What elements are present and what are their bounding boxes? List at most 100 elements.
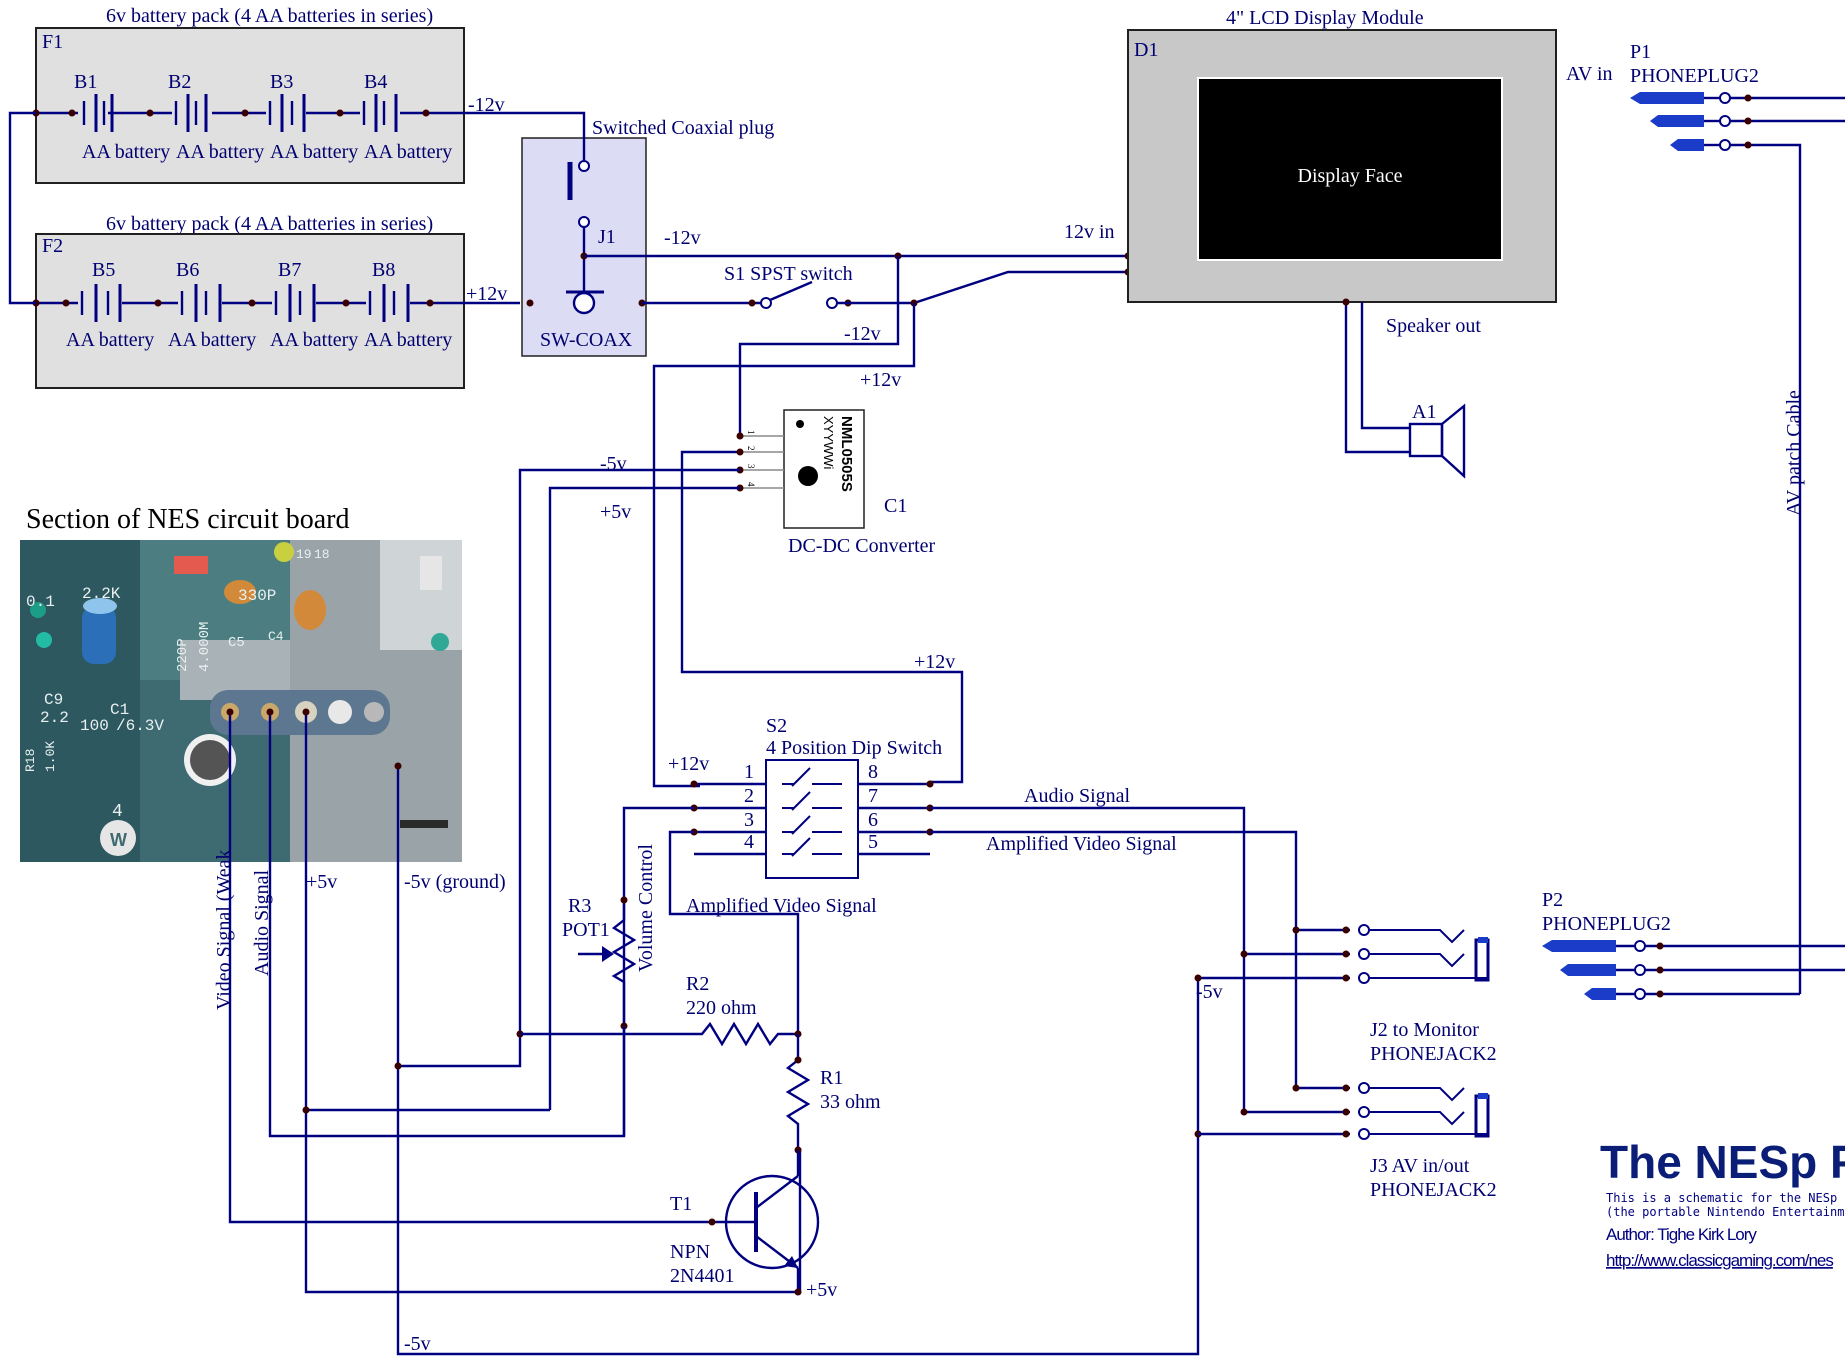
battery-b3-label: AA battery [270,141,358,163]
nes-photo-mark-14: W [110,830,127,850]
jack-rail-label: -5v [1196,981,1223,1003]
t1-ref: T1 [670,1193,692,1215]
pack-series-link [8,111,36,305]
jack-j2-label: J2 to Monitor [1370,1019,1479,1041]
coax-part: SW-COAX [540,329,633,351]
tap-video-signal: Video Signal (Weak [213,850,235,1010]
speaker-ref: A1 [1412,401,1436,423]
title-block-line1: This is a schematic for the NESp [1606,1191,1837,1205]
converter-ref: C1 [884,495,907,517]
nes-photo-mark-12: 1.0K [43,741,58,772]
nes-photo-mark-8: C1 [110,701,129,719]
battery-pack-f2-caption: 6v battery pack (4 AA batteries in serie… [106,213,433,235]
converter-chip-line1: NML0505S [838,416,855,492]
battery-b3: B3 AA battery [266,71,358,163]
nes-photo-mark-16: 18 [314,547,330,562]
jack-j3-label: J3 AV in/out [1370,1155,1470,1177]
converter-neg-out-label: -5v [600,453,627,475]
battery-pack-f2-ref: F2 [42,235,63,257]
jack-j2-part: PHONEJACK2 [1370,1043,1497,1065]
nes-photo-mark-7: 2.2 [40,709,69,727]
battery-b6-ref: B6 [176,259,199,281]
dc-dc-converter-c1: NML0505S XYYWWi 1 2 3 4 C1 DC-DC Convert… [740,409,936,557]
converter-chip-line2: XYYWWi [821,416,836,470]
converter-chip [783,409,865,529]
dip-ref: S2 [766,715,787,737]
dip-pin-4: 4 [744,831,754,853]
nes-photo-mark-11: R18 [23,749,38,772]
title-block-title: The NESp P [1600,1136,1845,1188]
plug-p1-part: PHONEPLUG2 [1630,65,1759,87]
battery-b4-ref: B4 [364,71,387,93]
transistor-t1: T1 NPN 2N4401 +5v [670,1150,837,1301]
speaker-a1: A1 [1408,401,1466,479]
av-patch-cable-label: AV patch Cable [1783,390,1805,516]
plug-p2-ref: P2 [1542,889,1563,911]
lcd-power-in: 12v in [1064,221,1115,243]
potentiometer-r3: R3 POT1 Volume Control [562,844,657,1030]
title-block-line2: (the portable Nintendo Entertainmer [1606,1205,1845,1219]
nes-circuit-board: Section of NES circuit board 0.1 2.2K 33… [20,504,462,862]
nes-photo-mark-10: /6.3V [116,717,164,735]
battery-b6: B6 AA battery [168,259,256,351]
battery-b5: B5 AA battery [66,259,154,351]
dip-pin-8: 8 [868,761,878,783]
lcd-ref: D1 [1134,39,1158,61]
coax-net-label: -12v [664,227,701,249]
switched-coax-plug: Switched Coaxial plug J1 SW-COAX -12v [464,111,774,357]
converter-name: DC-DC Converter [788,535,936,557]
battery-b1-ref: B1 [74,71,97,93]
converter-pin-1: 1 [746,430,756,435]
coax-title: Switched Coaxial plug [592,117,774,139]
amp-video-right-label: Amplified Video Signal [986,833,1177,855]
nes-photo-mark-4: 220P [175,638,191,672]
phone-plug-p1: P1 PHONEPLUG2 [1630,41,1845,994]
nes-photo-mark-6: C9 [44,691,63,709]
battery-b2: B2 AA battery [168,71,264,163]
tap-audio-signal: Audio Signal [251,869,273,976]
dip-pin-2: 2 [744,785,754,807]
pot-part: POT1 [562,919,610,941]
dip-pin-7: 7 [868,785,878,807]
converter-pin-4: 4 [746,482,756,487]
converter-neg-in-label: -12v [844,323,881,345]
coax-ref: J1 [598,226,616,248]
nes-photo-mark-3: C5 [228,635,245,651]
battery-b7-ref: B7 [278,259,301,281]
nes-photo-mark-17: C4 [268,629,284,644]
dip-pin-5: 5 [868,831,878,853]
battery-pack-f2: 6v battery pack (4 AA batteries in serie… [32,213,520,389]
t1-part: 2N4401 [670,1265,734,1287]
nes-photo-mark-2: 330P [238,587,276,605]
spst-switch-s1: S1 SPST switch [724,263,853,309]
battery-b1: B1 AA battery [74,71,170,163]
dip-supply-top: +12v [914,651,955,673]
battery-b8-label: AA battery [364,329,452,351]
battery-b4: B4 AA battery [360,71,452,163]
audio-signal-label: Audio Signal [1024,785,1131,807]
nes-photo-mark-15: 19 [296,547,312,562]
battery-b2-label: AA battery [176,141,264,163]
ground-rail-label: -5v [404,1333,431,1355]
battery-b8: B8 AA battery [364,259,452,351]
dip-body [765,759,859,879]
r1-ref: R1 [820,1067,843,1089]
nes-photo-mark-9: 100 [80,717,109,735]
title-block: The NESp P This is a schematic for the N… [1600,1136,1845,1270]
battery-pack-f1-caption: 6v battery pack (4 AA batteries in serie… [106,5,433,27]
lcd-display-face [1197,77,1503,261]
lcd-speaker-out: Speaker out [1386,315,1481,337]
battery-b5-label: AA battery [66,329,154,351]
tap-minus5v-ground: -5v (ground) [404,871,506,893]
battery-b3-ref: B3 [270,71,293,93]
nes-board-title: Section of NES circuit board [26,504,349,535]
battery-pack-f1-ref: F1 [42,31,63,53]
plug-p1-ref: P1 [1630,41,1651,63]
nes-photo-mark-0: 0.1 [26,593,55,611]
t1-supply: +5v [806,1279,837,1301]
t1-type: NPN [670,1241,710,1263]
r2-value: 220 ohm [686,997,757,1019]
title-block-url[interactable]: http://www.classicgaming.com/nes [1606,1251,1834,1270]
dip-switch-s2: S2 4 Position Dip Switch 1 2 3 4 8 7 6 5 [690,715,942,879]
